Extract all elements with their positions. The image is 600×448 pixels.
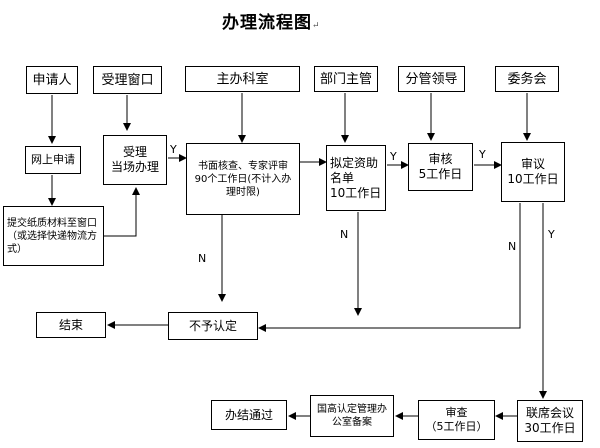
step-filing: 国高认定管理办公室备案	[310, 395, 394, 437]
step-end: 结束	[36, 312, 106, 338]
step-submit-paper: 提交纸质材料至窗口（或选择快递物流方式）	[3, 206, 104, 266]
label-yes-accept: Y	[170, 143, 177, 156]
label-yes-audit: Y	[479, 148, 486, 161]
page-title: 办理流程图↵	[222, 13, 321, 33]
step-review: 书面核查、专家评审 90个工作日(不计入办理时限)	[186, 143, 300, 215]
role-leader: 分管领导	[398, 66, 465, 92]
role-reception: 受理窗口	[93, 66, 162, 94]
step-reject: 不予认定	[168, 312, 258, 340]
label-no-draft: N	[340, 228, 349, 241]
role-committee: 委务会	[495, 66, 559, 92]
label-yes-draft: Y	[390, 150, 397, 163]
label-no-deliberate: N	[508, 240, 517, 253]
step-approved: 办结通过	[211, 400, 287, 430]
role-sponsor: 主办科室	[185, 66, 300, 92]
step-draft-list: 拟定资助名单 10工作日	[326, 145, 386, 211]
step-deliberate: 审议 10工作日	[501, 142, 565, 202]
role-dept-head: 部门主管	[314, 66, 378, 92]
step-joint-meeting: 联席会议 30工作日	[517, 400, 583, 442]
step-audit-leader: 审核 5工作日	[408, 143, 473, 191]
step-audit-5: 审查 （5工作日）	[418, 400, 495, 440]
label-yes-deliberate: Y	[548, 228, 555, 241]
step-accept: 受理 当场办理	[103, 135, 167, 185]
role-applicant: 申请人	[26, 66, 78, 94]
step-online-apply: 网上申请	[25, 146, 81, 174]
label-no-review: N	[198, 252, 207, 265]
